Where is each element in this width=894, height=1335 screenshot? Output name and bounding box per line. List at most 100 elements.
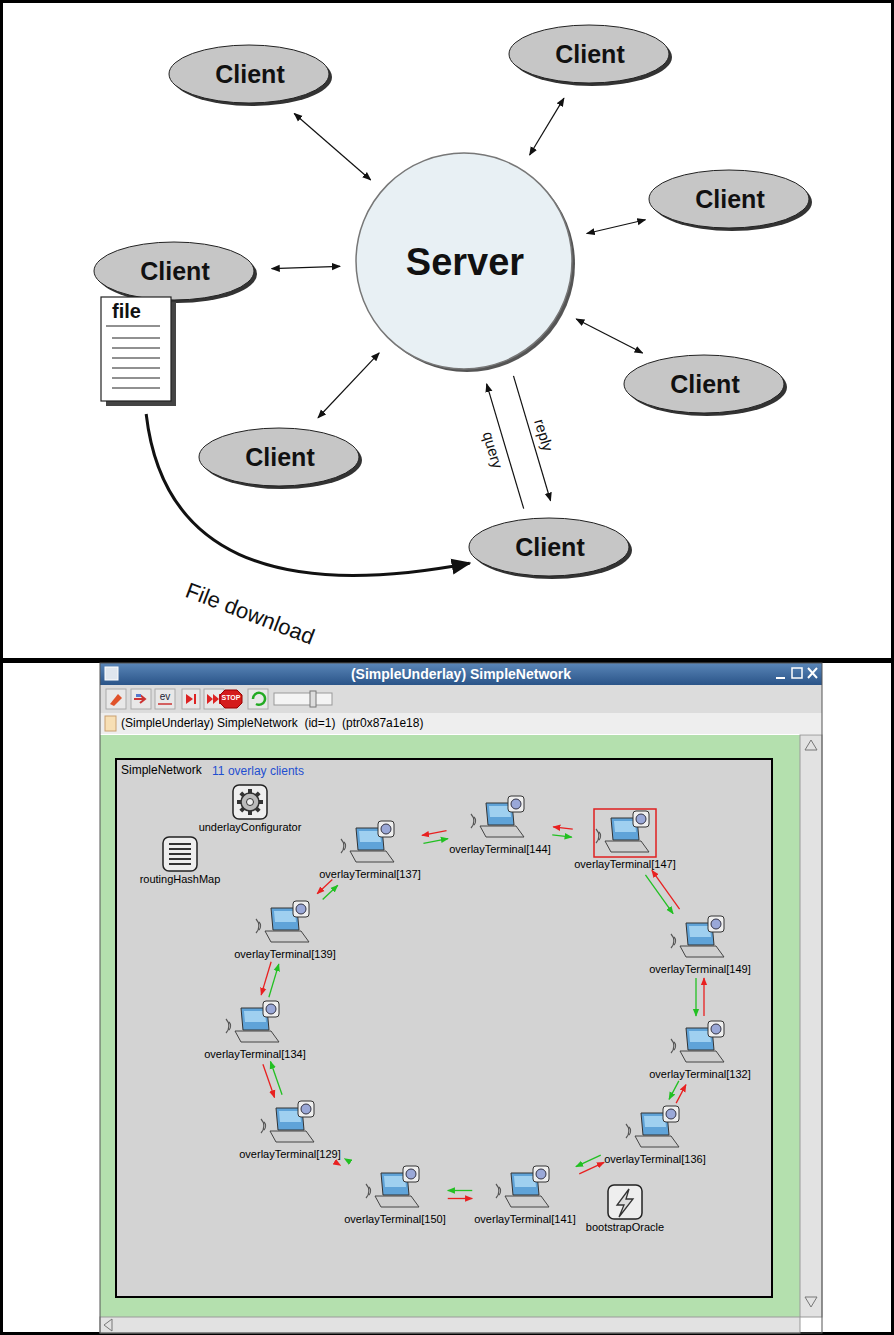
connector-arrow — [587, 220, 646, 234]
connector-arrow — [669, 1081, 679, 1099]
overlay-terminal: overlayTerminal[147] — [574, 808, 676, 871]
list-icon — [148, 835, 212, 873]
node-label: overlayTerminal[139] — [234, 948, 336, 961]
node-label: Server — [406, 241, 524, 284]
connector-arrow — [576, 319, 642, 353]
connector-arrow — [318, 353, 379, 418]
node-label: overlayTerminal[137] — [319, 868, 421, 881]
overlay-terminal: overlayTerminal[139] — [234, 898, 336, 961]
node-label: SimpleNetwork — [117, 760, 206, 780]
connector-arrow — [676, 1085, 686, 1103]
connector-arrow — [317, 879, 332, 893]
network-canvas: SimpleNetwork underlayConfigurator routing… — [115, 758, 773, 1298]
edge-label-holder: query — [479, 428, 507, 473]
term-icon — [493, 1163, 557, 1213]
edge-label: reply — [531, 415, 558, 455]
bottom-panel-frame — [2, 662, 893, 1334]
connector-arrow — [530, 98, 564, 155]
overlay-terminal: overlayTerminal[136] — [604, 1103, 706, 1166]
connector-arrow — [422, 831, 447, 836]
term-icon — [253, 898, 317, 948]
node-label: Client — [245, 443, 314, 472]
connector-arrow — [448, 1190, 473, 1191]
term-icon — [223, 998, 287, 1048]
node-label: (SimpleUnderlay) SimpleNetwork — [100, 663, 822, 682]
node-label: routingHashMap — [140, 873, 221, 886]
term-icon — [338, 818, 402, 868]
node-label: Client — [670, 370, 739, 399]
overlay-terminal: overlayTerminal[144] — [449, 793, 551, 856]
gear-icon — [218, 783, 282, 821]
connector-arrow — [513, 376, 550, 501]
node-label: overlayTerminal[144] — [449, 843, 551, 856]
node-label: overlayTerminal[134] — [204, 1048, 306, 1061]
connector-arrow — [146, 414, 469, 576]
connector-arrow — [261, 962, 271, 995]
node-label: Client — [555, 40, 624, 69]
node-label: Client — [695, 185, 764, 214]
term-icon — [363, 1163, 427, 1213]
simulation-window: (SimpleUnderlay) SimpleNetworkSimpleNetw… — [100, 663, 822, 1333]
connector-arrow — [645, 875, 673, 914]
module-icon: bootstrapOracle — [586, 1183, 664, 1234]
connector-arrow — [652, 870, 680, 909]
client-ellipse: Client — [466, 515, 634, 581]
connector-arrow — [270, 1062, 282, 1095]
node-label: overlayTerminal[147] — [574, 858, 676, 871]
label-holder: STOP — [222, 694, 241, 702]
node-label: overlayTerminal[132] — [649, 1068, 751, 1081]
connector-arrow — [552, 835, 572, 837]
file-icon: file — [100, 296, 178, 408]
client-ellipse: Client — [506, 22, 674, 88]
module-icon: routingHashMap — [140, 835, 221, 886]
connector-arrow — [695, 978, 696, 1016]
node-label: overlayTerminal[149] — [649, 963, 751, 976]
edge-label: query — [479, 428, 507, 473]
connector-arrow — [423, 839, 448, 844]
edge-label-holder: reply — [531, 415, 558, 455]
connector-arrow — [448, 1198, 473, 1199]
term-icon — [593, 808, 657, 858]
overlay-terminal: overlayTerminal[129] — [239, 1098, 341, 1161]
node-label: overlayTerminal[150] — [344, 1213, 446, 1226]
term-icon — [668, 913, 732, 963]
node-label: overlayTerminal[129] — [239, 1148, 341, 1161]
client-ellipse: Client — [91, 239, 259, 305]
node-label: overlayTerminal[136] — [604, 1153, 706, 1166]
bolt-icon — [593, 1183, 657, 1221]
overlay-terminal: overlayTerminal[134] — [204, 998, 306, 1061]
overlay-terminal: overlayTerminal[132] — [649, 1018, 751, 1081]
edge-label: File download — [180, 577, 320, 651]
window-chrome — [100, 663, 822, 1333]
connector-arrow — [703, 978, 704, 1016]
connector-arrow — [487, 384, 524, 509]
top-panel-frame — [2, 2, 893, 660]
label-holder: ev — [160, 691, 171, 703]
node-label: bootstrapOracle — [586, 1221, 664, 1234]
connector-arrow — [553, 827, 573, 829]
node-label: underlayConfigurator — [199, 821, 302, 834]
node-label: Client — [140, 257, 209, 286]
connector-arrow — [340, 1165, 341, 1166]
connector-arrow — [263, 1064, 275, 1097]
client-ellipse: Client — [196, 425, 364, 491]
overlay-terminal: overlayTerminal[149] — [649, 913, 751, 976]
node-label: Client — [515, 533, 584, 562]
connector-arrow — [579, 1162, 604, 1173]
client-ellipse: Client — [646, 167, 814, 233]
connector-arrow — [323, 885, 338, 899]
client-ellipse: Client — [621, 352, 789, 418]
client-ellipse: Client — [166, 42, 334, 108]
label-holder: 11 overlay clients — [212, 764, 304, 778]
node-label: Client — [215, 60, 284, 89]
toolbar-text: STOP — [222, 694, 241, 702]
overlay-terminal: overlayTerminal[150] — [344, 1163, 446, 1226]
connector-arrow — [269, 964, 279, 997]
node-label: overlayTerminal[141] — [474, 1213, 576, 1226]
label-holder: (SimpleUnderlay) SimpleNetwork (id=1) (p… — [121, 716, 423, 730]
connector-arrow — [272, 266, 340, 268]
connector-arrow — [344, 1158, 345, 1159]
overlay-terminal: overlayTerminal[141] — [474, 1163, 576, 1226]
term-icon — [623, 1103, 687, 1153]
module-icon: underlayConfigurator — [199, 783, 302, 834]
